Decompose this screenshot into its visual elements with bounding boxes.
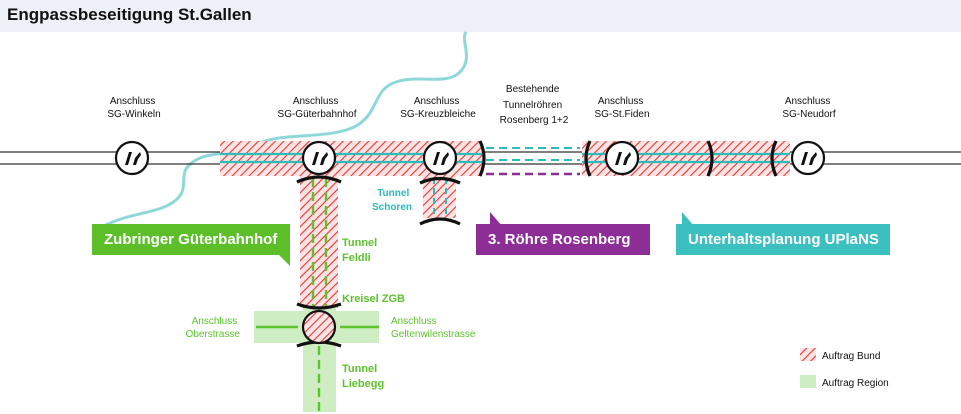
rosenberg-tunnels-label: Bestehende Tunnelröhren Rosenberg 1+2 xyxy=(500,84,569,126)
legend-bund-swatch xyxy=(800,348,816,361)
junction-stfiden-icon xyxy=(604,140,640,176)
legend-region-swatch xyxy=(800,375,816,388)
bund-area-feldli xyxy=(300,176,338,308)
legend-region-label: Auftrag Region xyxy=(822,378,889,389)
tunnel-liebegg-label: Tunnel Liebegg xyxy=(342,363,384,390)
page-title: Engpassbeseitigung St.Gallen xyxy=(7,5,252,24)
junction-stfiden-label: Anschluss SG-St.Fiden xyxy=(594,96,649,120)
portal-rosenberg-east xyxy=(584,140,592,177)
junction-gueterbahnhof-label: Anschluss SG-Güterbahnhof xyxy=(278,96,357,120)
anschluss-geltenwilen-label: Anschluss Geltenwilenstrasse xyxy=(391,316,476,340)
bund-area-schoren xyxy=(423,176,456,218)
title-bar: Engpassbeseitigung St.Gallen xyxy=(0,0,961,32)
junction-winkeln-icon xyxy=(114,140,150,176)
portal-schoren-north xyxy=(419,176,461,185)
portal-feldli-north xyxy=(296,175,342,184)
anschluss-oberstrasse-label: Anschluss Oberstrasse xyxy=(186,316,241,340)
callout-zubringer-pointer xyxy=(276,252,290,266)
portal-feldli-south xyxy=(296,302,342,310)
junction-neudorf-icon xyxy=(790,140,826,176)
tunnel-schoren-label: Tunnel Schoren xyxy=(372,188,412,213)
callout-roehre: 3. Röhre Rosenberg xyxy=(476,224,650,255)
portal-schoren-south xyxy=(419,217,461,226)
kreisel-label: Kreisel ZGB xyxy=(342,293,405,305)
junction-winkeln-label: Anschluss SG-Winkeln xyxy=(107,96,160,120)
portal-mid-east xyxy=(706,140,714,177)
junction-kreuzbleiche-icon xyxy=(422,140,458,176)
callout-uplans-pointer xyxy=(682,212,694,226)
junction-kreuzbleiche-label: Anschluss SG-Kreuzbleiche xyxy=(400,96,476,120)
portal-rosenberg-west xyxy=(478,140,486,177)
junction-gueterbahnhof-icon xyxy=(301,140,337,176)
junction-neudorf-label: Anschluss SG-Neudorf xyxy=(782,96,836,120)
callout-roehre-pointer xyxy=(490,212,502,226)
legend-bund-label: Auftrag Bund xyxy=(822,351,880,362)
portal-neudorf-west xyxy=(770,140,778,177)
kreisel-roundabout-icon xyxy=(301,309,337,345)
callout-uplans: Unterhaltsplanung UPlaNS xyxy=(676,224,890,255)
tunnel-feldli-label: Tunnel Feldli xyxy=(342,237,380,264)
callout-zubringer: Zubringer Güterbahnhof xyxy=(92,224,290,255)
river-upper xyxy=(257,31,468,146)
